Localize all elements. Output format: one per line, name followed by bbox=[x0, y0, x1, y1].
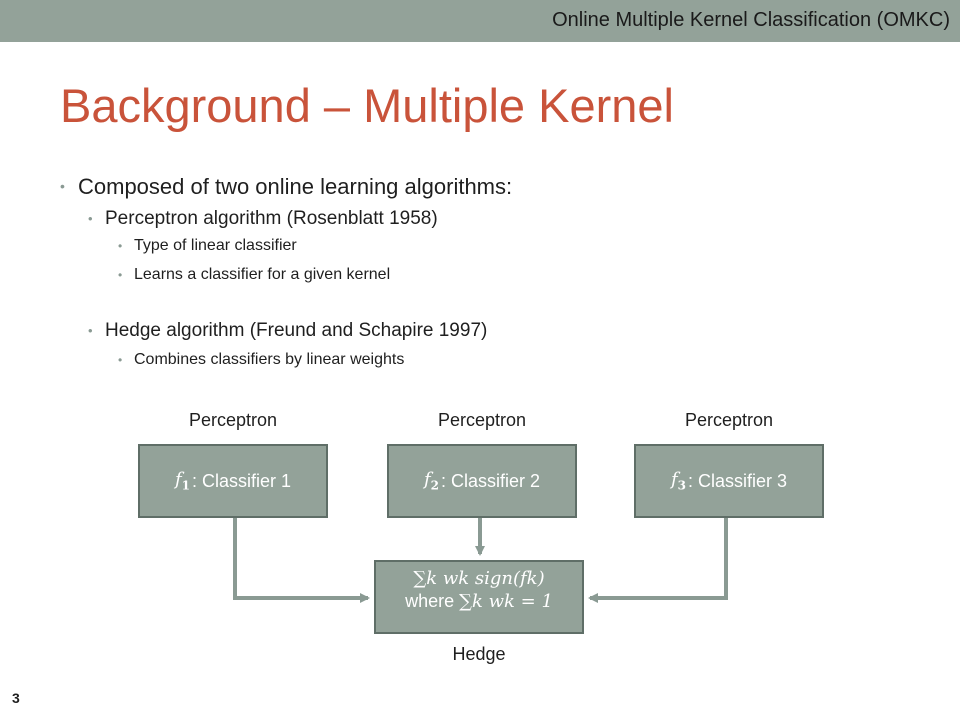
bullet-level1: • Composed of two online learning algori… bbox=[60, 174, 512, 200]
bullet-level3: • Combines classifiers by linear weights bbox=[118, 351, 404, 369]
bullet-text: Composed of two online learning algorith… bbox=[78, 174, 513, 199]
arrow-classifier1-to-hedge bbox=[233, 518, 370, 603]
perceptron-label-1: Perceptron bbox=[188, 410, 278, 430]
bullet-level2: • Hedge algorithm (Freund and Schapire 1… bbox=[88, 320, 487, 342]
bullet-dot-icon: • bbox=[88, 323, 93, 338]
bullet-text: Hedge algorithm (Freund and Schapire 199… bbox=[105, 320, 488, 341]
bullet-dot-icon: • bbox=[118, 239, 123, 253]
bullet-dot-icon: • bbox=[118, 268, 123, 282]
classifier-label: : Classifier 3 bbox=[688, 470, 788, 491]
bullet-text: Combines classifiers by linear weights bbox=[134, 351, 405, 368]
arrow-classifier3-to-hedge bbox=[588, 518, 728, 603]
hedge-box: ∑k wk sign(fk) where ∑k wk = 1 bbox=[374, 560, 584, 634]
bullet-level2: • Perceptron algorithm (Rosenblatt 1958) bbox=[88, 208, 438, 230]
hedge-formula-constraint: where ∑k wk = 1 bbox=[376, 591, 582, 612]
bullet-dot-icon: • bbox=[60, 178, 65, 194]
classifier-function-symbol: f1 bbox=[174, 469, 190, 493]
hedge-where-label: where bbox=[405, 591, 455, 611]
bullet-dot-icon: • bbox=[88, 211, 93, 226]
bullet-level3: • Type of linear classifier bbox=[118, 237, 297, 255]
classifier-box-3: f3 : Classifier 3 bbox=[634, 444, 824, 518]
hedge-weight-sum: ∑k wk = 1 bbox=[459, 591, 553, 612]
perceptron-label-2: Perceptron bbox=[437, 410, 527, 430]
bullet-text: Perceptron algorithm (Rosenblatt 1958) bbox=[105, 208, 438, 229]
page-number: 3 bbox=[12, 690, 20, 706]
bullet-text: Learns a classifier for a given kernel bbox=[134, 266, 391, 283]
header-title: Online Multiple Kernel Classification (O… bbox=[552, 9, 950, 31]
bullet-dot-icon: • bbox=[118, 353, 123, 367]
classifier-box-1: f1 : Classifier 1 bbox=[138, 444, 328, 518]
header-bar: Online Multiple Kernel Classification (O… bbox=[0, 0, 960, 42]
bullet-level3: • Learns a classifier for a given kernel bbox=[118, 266, 390, 284]
perceptron-label-3: Perceptron bbox=[684, 410, 774, 430]
hedge-label: Hedge bbox=[452, 644, 506, 664]
bullet-text: Type of linear classifier bbox=[134, 237, 297, 254]
classifier-label: : Classifier 2 bbox=[441, 470, 541, 491]
hedge-formula-sum: ∑k wk sign(fk) bbox=[413, 568, 545, 589]
classifier-function-symbol: f3 bbox=[670, 469, 686, 493]
classifier-label: : Classifier 1 bbox=[192, 470, 292, 491]
classifier-box-2: f2 : Classifier 2 bbox=[387, 444, 577, 518]
slide-title: Background – Multiple Kernel bbox=[60, 79, 674, 132]
classifier-function-symbol: f2 bbox=[423, 469, 439, 493]
